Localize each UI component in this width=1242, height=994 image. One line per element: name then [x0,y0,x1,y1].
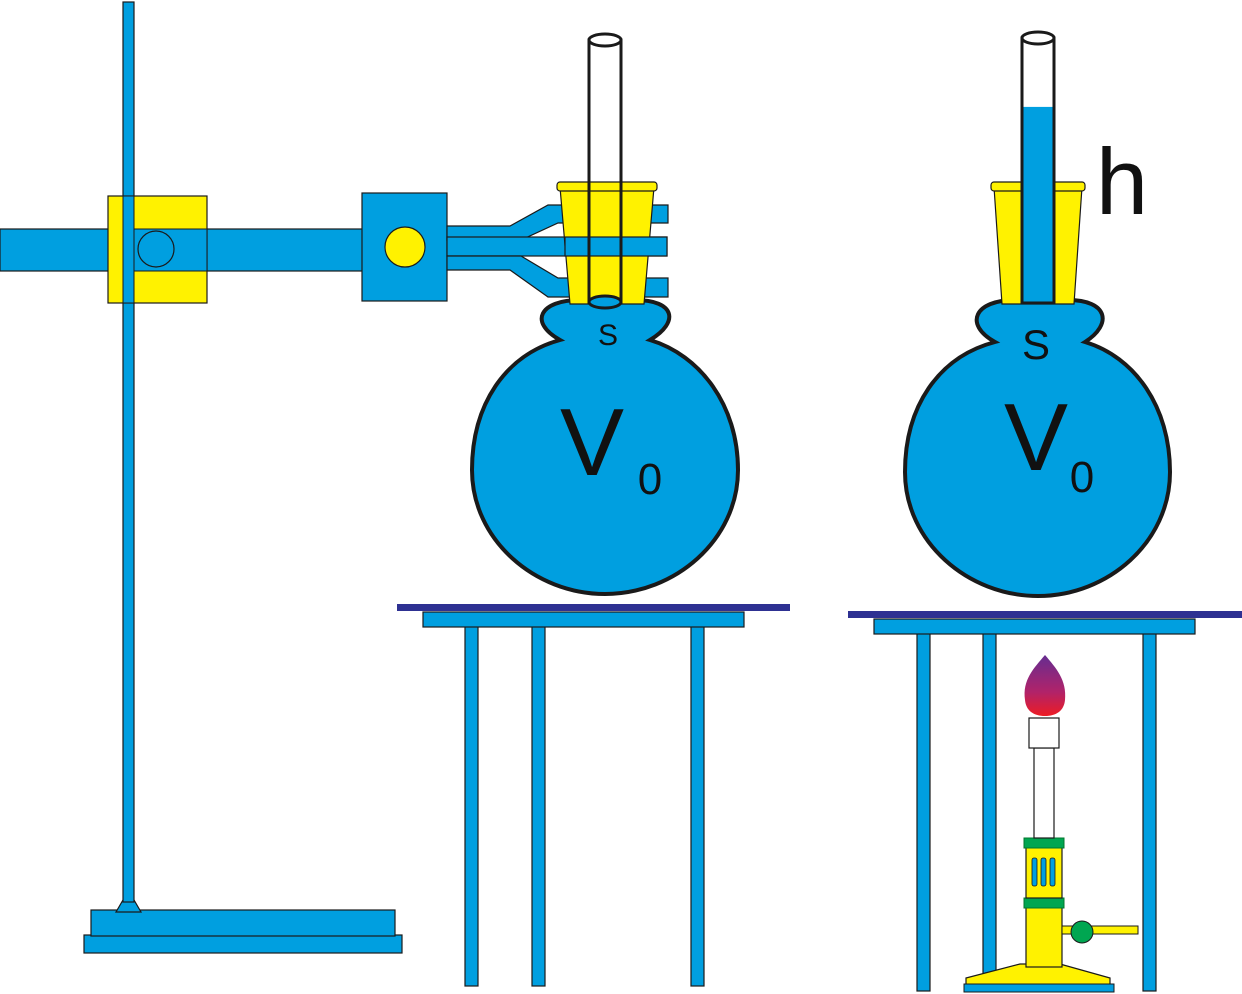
burner-valve-knob [1070,920,1094,944]
right-table-top [848,611,1242,618]
height-label: h [1096,129,1148,234]
left-flask-stopper-rim [556,181,658,192]
stand-base-bottom [83,934,403,954]
left-tube-bottom-opening [587,294,623,310]
burner-upper-collar [1023,837,1065,849]
right-volume-label: V [1004,384,1068,491]
left-flask: S V 0 [469,32,741,597]
left-table-leg-3 [690,625,705,987]
left-volume-subscript: 0 [638,455,662,504]
right-opening-label: S [1022,321,1050,368]
burner-air-hole-3 [1049,857,1056,887]
left-tube-top-opening [587,32,623,48]
left-volume-label: V [560,389,624,496]
right-volume-subscript: 0 [1070,453,1094,502]
burner-base-plate [963,983,1115,993]
burner-air-hole-1 [1031,857,1038,887]
left-table [397,604,790,987]
right-table [848,611,1242,992]
burner-nozzle [1028,717,1060,749]
burner-gas-inlet [1061,925,1139,935]
right-tube-liquid [1022,106,1054,304]
boss-head-rod-segment [122,195,135,304]
stand-rod [122,1,135,903]
boss-head-screw [137,230,175,268]
burner-tube [1033,747,1055,839]
stand-base-top [90,909,396,937]
right-table-leg-3 [1142,632,1157,992]
right-table-frame [873,618,1196,635]
burner-air-hole-2 [1040,857,1047,887]
right-table-leg-1 [916,632,931,992]
burner-lower-collar [1023,897,1065,909]
burner-body [1025,904,1063,968]
bunsen-burner [963,655,1139,993]
left-clamp-jaw-front [564,236,668,257]
clamp-screw [384,226,426,268]
left-table-leg-2 [531,625,546,987]
ring-stand [83,1,403,954]
right-table-leg-2 [982,632,997,992]
left-opening-label: S [598,319,618,352]
left-table-top [397,604,790,611]
right-tube-top-opening [1020,30,1056,46]
boss-head [107,195,208,304]
right-flask: h S V 0 [902,30,1173,599]
flame-icon [1024,655,1066,716]
left-table-frame [422,611,745,628]
left-table-leg-1 [464,625,479,987]
